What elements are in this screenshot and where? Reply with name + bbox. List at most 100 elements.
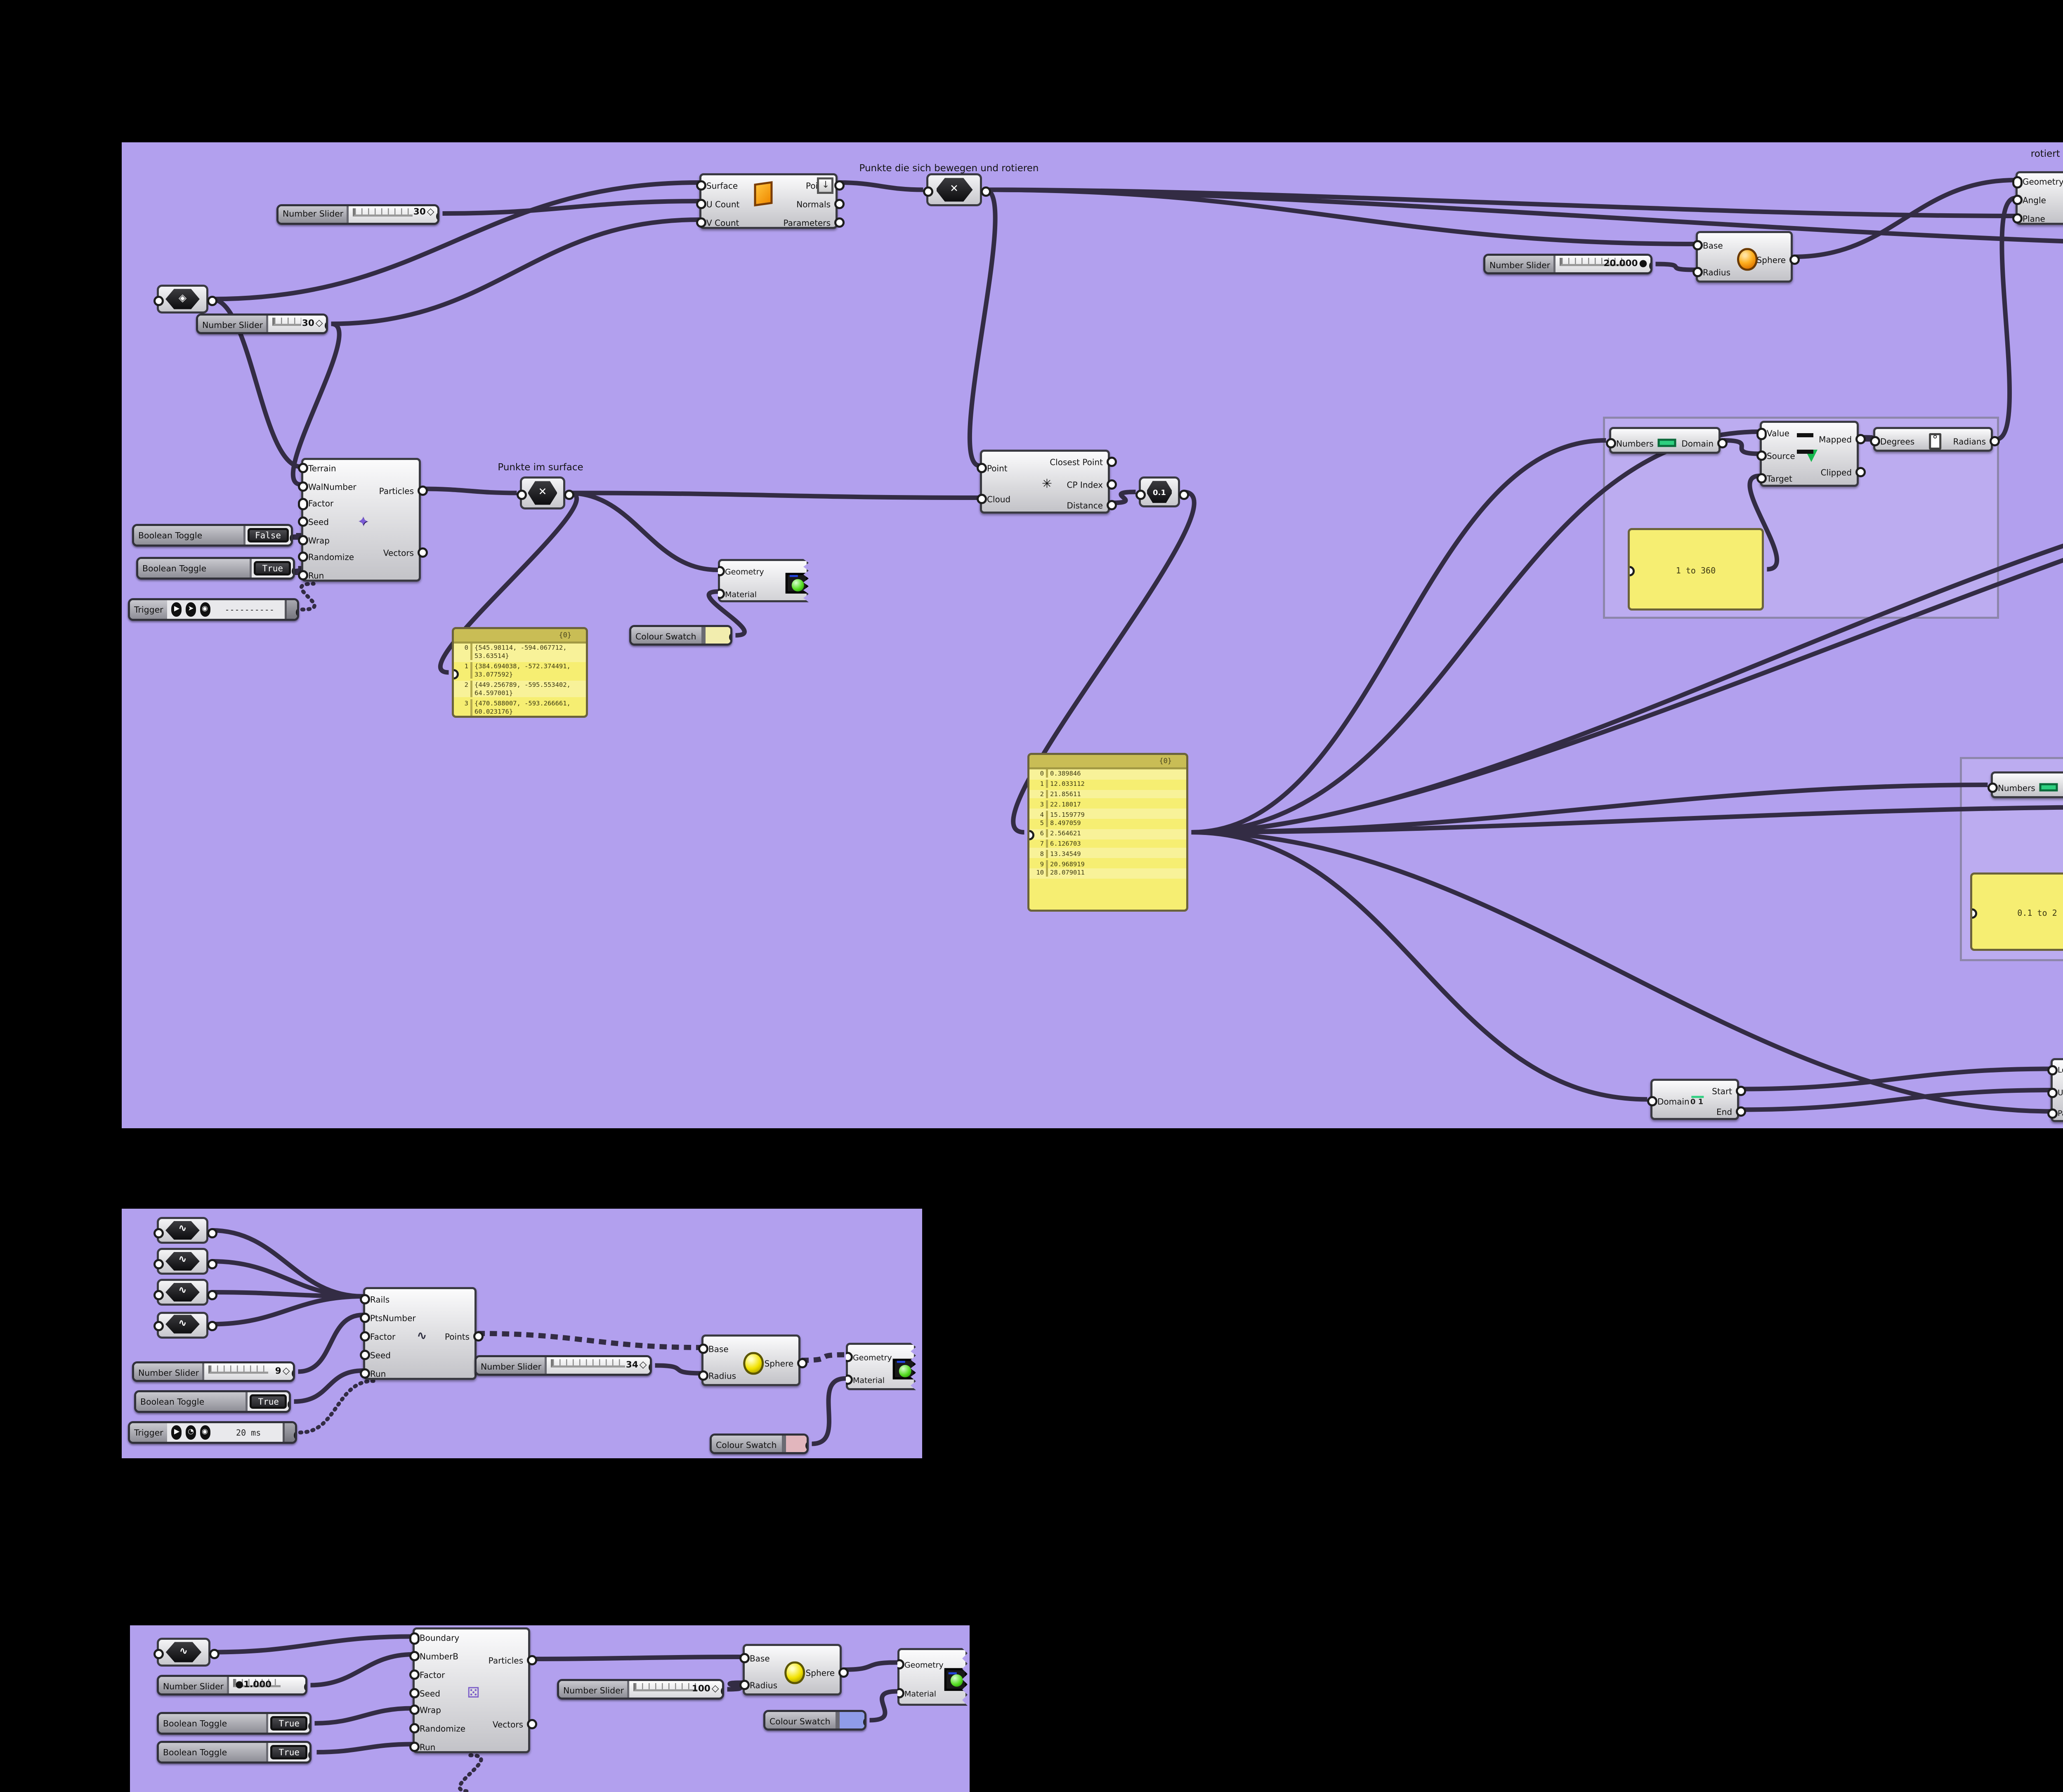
swatch-blue[interactable]: Colour Swatch	[763, 1710, 866, 1731]
input-port[interactable]	[1134, 488, 1145, 500]
input-port[interactable]	[1870, 436, 1881, 447]
input-port[interactable]	[152, 296, 163, 307]
input-port[interactable]	[739, 1679, 750, 1690]
slider-knob[interactable]: ◇	[282, 1366, 290, 1377]
output-port[interactable]	[1107, 478, 1117, 489]
slider-knob[interactable]: ◇	[427, 208, 434, 219]
input-port[interactable]	[1647, 1096, 1658, 1107]
cluster-move-rotate-hex[interactable]: ✕	[922, 173, 991, 206]
curve-param-2[interactable]: ∿	[152, 1248, 217, 1275]
output-port[interactable]	[206, 1289, 217, 1300]
swatch-color[interactable]	[783, 1436, 807, 1452]
output-port[interactable]	[206, 296, 217, 307]
slider-track[interactable]: ●1.000	[230, 1677, 305, 1693]
input-port[interactable]	[409, 1687, 420, 1698]
input-port[interactable]	[152, 1227, 163, 1238]
input-port[interactable]	[922, 186, 933, 197]
toggle-value[interactable]: True	[270, 1744, 308, 1760]
input-port[interactable]	[739, 1653, 750, 1665]
input-port[interactable]	[298, 516, 309, 527]
main-canvas[interactable]	[122, 142, 2063, 1128]
input-port[interactable]	[2012, 212, 2023, 224]
play-icon[interactable]: ▶	[171, 603, 182, 616]
output-port[interactable]	[206, 1321, 217, 1332]
slider-track[interactable]: 100◇	[630, 1681, 722, 1698]
record-icon[interactable]: ◉	[199, 603, 210, 616]
slider-track[interactable]: 9◇	[205, 1363, 293, 1380]
input-port[interactable]	[298, 499, 309, 510]
input-port[interactable]	[409, 1651, 420, 1662]
output-port[interactable]	[585, 669, 586, 680]
slider-track[interactable]: 30◇	[269, 316, 326, 332]
curve-param-5[interactable]: ∿	[152, 1638, 219, 1667]
swatch-color[interactable]	[836, 1712, 864, 1728]
output-port[interactable]	[307, 1749, 309, 1760]
input-port[interactable]	[298, 534, 309, 545]
slider-knob[interactable]: ◇	[639, 1360, 647, 1371]
input-port[interactable]	[698, 1370, 709, 1381]
input-port[interactable]	[1606, 437, 1617, 448]
panel-01-to-2[interactable]: 0.1 to 2	[1970, 872, 2063, 951]
output-port[interactable]	[286, 1398, 289, 1409]
expand-arrow-icon[interactable]: ↓	[817, 177, 834, 195]
output-port[interactable]	[288, 532, 291, 543]
input-port[interactable]	[360, 1367, 371, 1378]
surface-param-hex[interactable]: ◈	[152, 285, 217, 314]
record-icon[interactable]: ◉	[199, 1426, 210, 1439]
input-port[interactable]	[409, 1741, 420, 1752]
slider-knob[interactable]: ◇	[315, 318, 323, 329]
panel-point-coords[interactable]: {0}0{545.98114, -594.067712, 53.63514}1{…	[452, 627, 588, 718]
slider-knob[interactable]: ●	[1639, 259, 1648, 269]
input-port[interactable]	[1756, 428, 1767, 439]
input-port[interactable]	[152, 1289, 163, 1300]
input-port[interactable]	[977, 494, 987, 505]
swatch-color[interactable]	[702, 627, 730, 644]
output-port[interactable]	[1761, 566, 1762, 577]
input-port[interactable]	[152, 1258, 163, 1269]
input-port[interactable]	[2012, 177, 2023, 188]
input-port[interactable]	[152, 1321, 163, 1332]
swatch-pale-yellow[interactable]: Colour Swatch	[629, 625, 732, 646]
output-port[interactable]	[418, 547, 428, 558]
toggle-value[interactable]: True	[270, 1715, 308, 1731]
panel-1-to-360[interactable]: 1 to 360	[1628, 528, 1764, 611]
toggle-value[interactable]: True	[250, 1394, 288, 1410]
factor-hex-0-1[interactable]: 0.1	[1134, 476, 1189, 507]
output-port[interactable]	[1855, 467, 1866, 478]
slider-numberb[interactable]: Number Slider●1.000	[157, 1675, 307, 1695]
output-port[interactable]	[307, 1720, 309, 1731]
input-port[interactable]	[298, 552, 309, 563]
input-port[interactable]	[298, 463, 309, 474]
output-port[interactable]	[473, 1330, 484, 1341]
input-port[interactable]	[1756, 472, 1767, 483]
slider-track[interactable]: 20.000●	[1556, 256, 1650, 272]
toggle-value[interactable]: True	[254, 560, 292, 576]
input-port[interactable]	[360, 1330, 371, 1341]
gradient[interactable]: Lower limitUpper limitParameter	[2047, 1058, 2063, 1122]
output-port[interactable]	[290, 565, 293, 576]
input-port[interactable]	[152, 1649, 163, 1660]
input-port[interactable]	[696, 179, 707, 190]
input-port[interactable]	[1692, 266, 1703, 277]
input-port[interactable]	[409, 1723, 420, 1734]
input-port[interactable]	[2047, 1087, 2058, 1098]
output-port[interactable]	[206, 1227, 217, 1238]
curve-param-3[interactable]: ∿	[152, 1279, 217, 1306]
input-port[interactable]	[1987, 781, 1998, 792]
